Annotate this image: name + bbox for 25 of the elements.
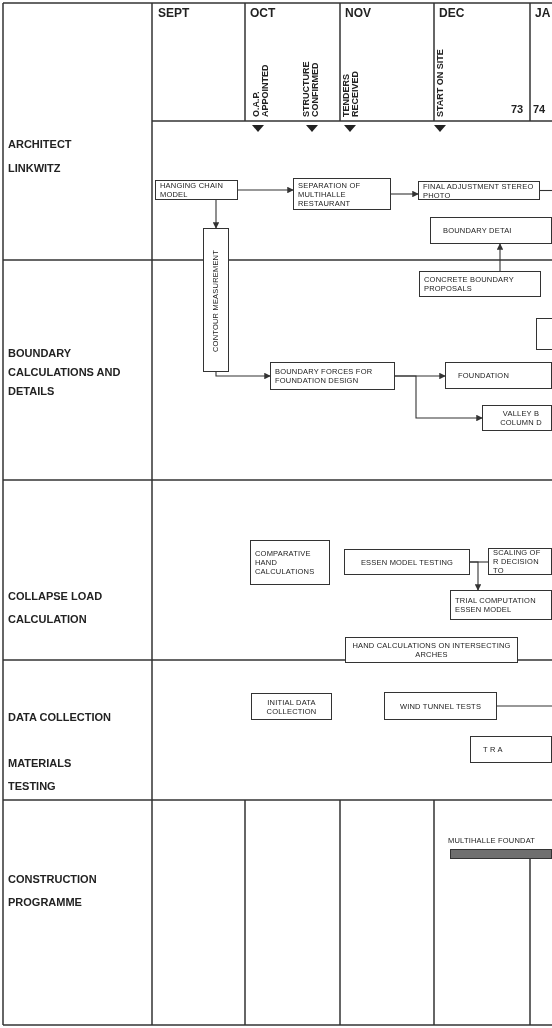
milestone-label: TENDERS RECEIVED: [342, 70, 360, 117]
milestone-label: O.A.P. APPOINTED: [252, 63, 270, 117]
month-heading: DEC: [439, 7, 465, 21]
milestone-label: START ON SITE: [436, 48, 445, 117]
row-heading: CONSTRUCTION PROGRAMME: [8, 872, 98, 910]
month-heading: JA: [535, 7, 551, 21]
year-label: 74: [533, 103, 546, 116]
row-heading: MATERIALS TESTING: [8, 756, 73, 794]
connector-arrow: [496, 243, 504, 272]
row-heading: ARCHITECT LINKWITZ: [8, 137, 73, 176]
milestone-label: STRUCTURE CONFIRMED: [302, 60, 320, 117]
year-label: 73: [511, 103, 524, 116]
row-heading: DATA COLLECTION: [8, 710, 113, 725]
connector-arrow: [215, 371, 271, 380]
month-heading: NOV: [345, 7, 371, 21]
month-heading: OCT: [250, 7, 276, 21]
connector-arrow: [212, 199, 220, 229]
connector-arrow: [390, 190, 419, 198]
connector-arrow: [394, 375, 483, 422]
activity-box: [536, 318, 552, 350]
connector-arrow: [469, 561, 482, 591]
month-heading: SEPT: [158, 7, 190, 21]
connector-arrow: [237, 186, 294, 194]
row-heading: COLLAPSE LOAD CALCULATION: [8, 589, 104, 627]
row-heading: BOUNDARY CALCULATIONS AND DETAILS: [8, 346, 122, 399]
